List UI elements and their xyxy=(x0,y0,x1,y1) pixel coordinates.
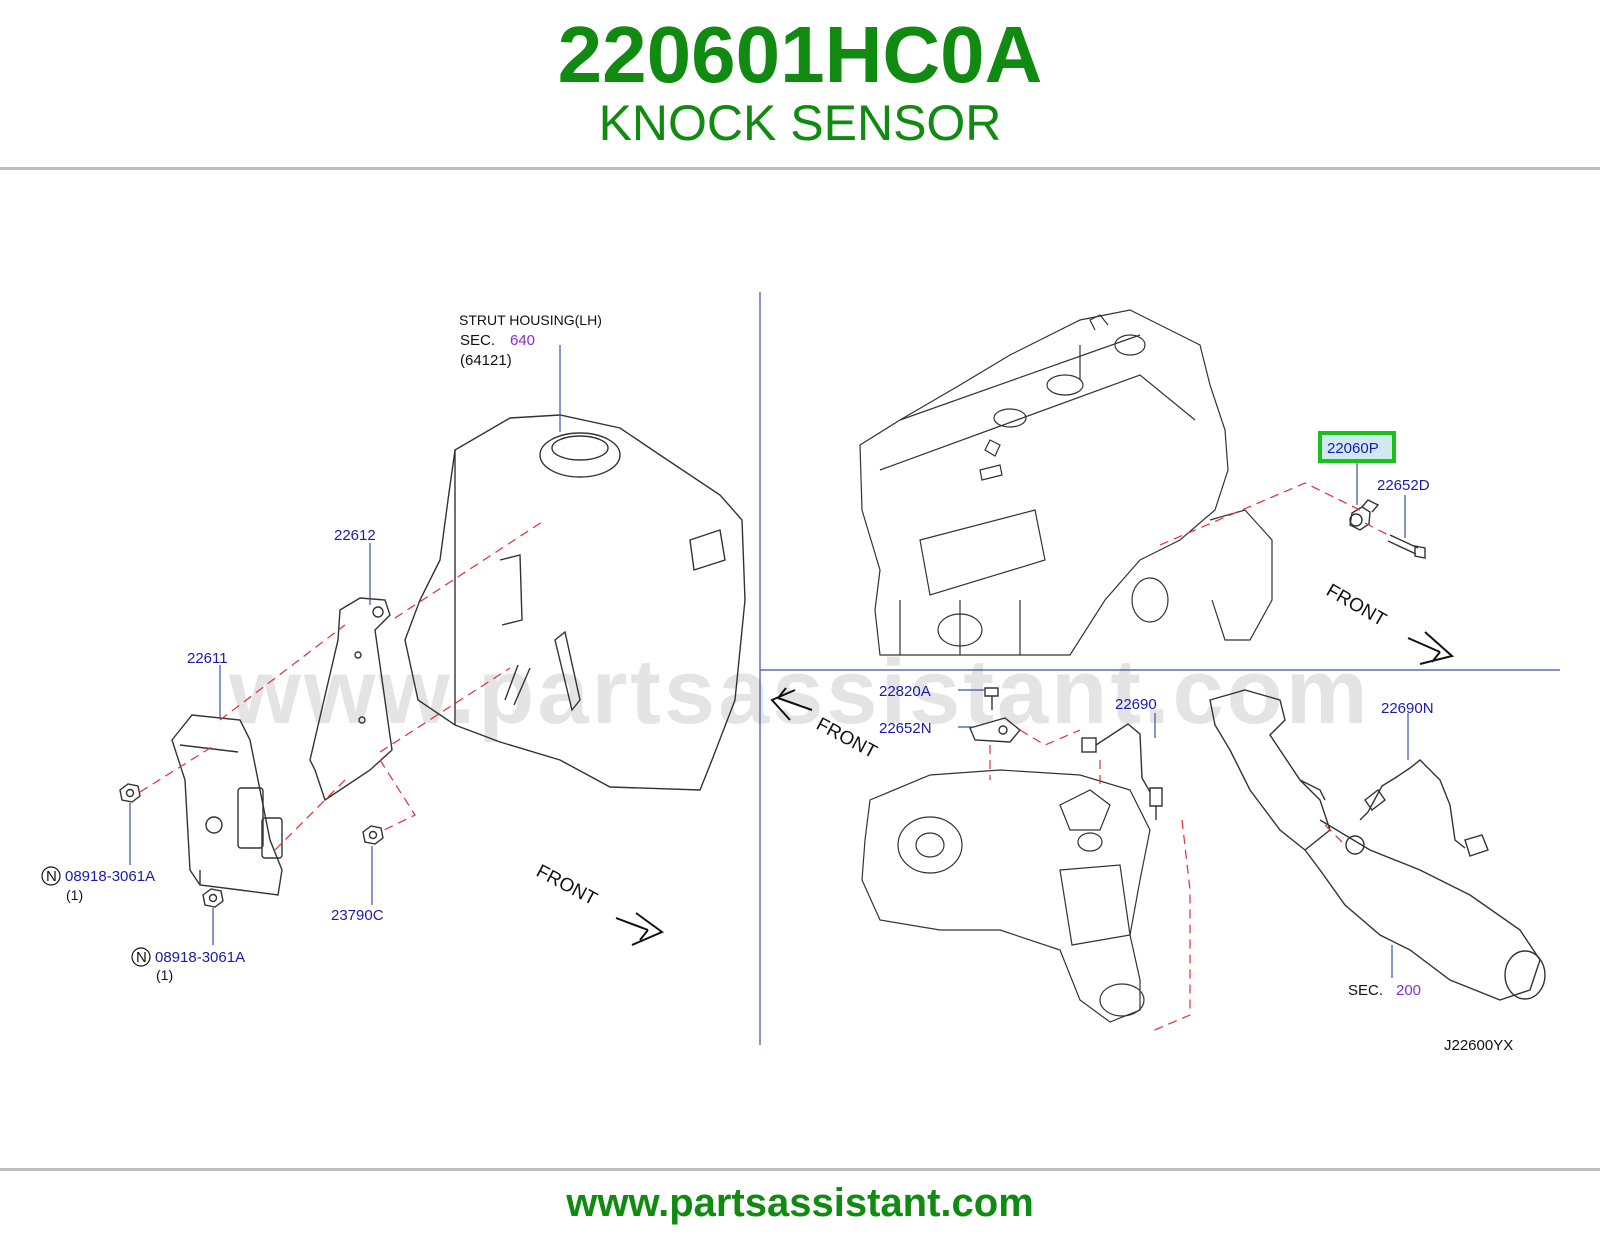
part-label-22652d[interactable]: 22652D xyxy=(1377,477,1430,494)
part-label-22612[interactable]: 22612 xyxy=(334,527,376,544)
footer-url[interactable]: www.partsassistant.com xyxy=(566,1181,1034,1225)
part-label-22690[interactable]: 22690 xyxy=(1115,696,1157,713)
nut-qty-2: (1) xyxy=(156,967,173,983)
leader-lines-right-top xyxy=(1356,462,1406,538)
nut-part-label-1[interactable]: 08918-3061A xyxy=(65,868,155,885)
footer-divider xyxy=(0,1168,1600,1171)
part-label-22820a[interactable]: 22820A xyxy=(879,683,931,700)
assembly-dashed-lines-left xyxy=(139,519,546,851)
sec-200-number[interactable]: 200 xyxy=(1396,982,1421,999)
nut-marker-1 xyxy=(41,866,61,886)
front-label-right-top: FRONT xyxy=(1323,580,1391,631)
assembly-dashed-lines-right-top xyxy=(1159,482,1393,546)
engine-lower-drawing xyxy=(861,769,1151,1023)
strut-housing-sec-label: SEC. xyxy=(460,332,495,349)
strut-housing-drawing xyxy=(404,414,746,791)
front-arrow-right-bottom xyxy=(770,687,813,721)
nut-marker-2 xyxy=(131,947,151,967)
part-name-subtitle: KNOCK SENSOR xyxy=(598,95,1002,151)
oxygen-sensor-22690-drawing xyxy=(1081,723,1163,820)
leader-lines-right-bottom xyxy=(958,689,1409,978)
front-arrow-left xyxy=(615,912,665,946)
nut-marker-1-text: N xyxy=(46,868,57,885)
assembly-dashed-lines-right-bottom xyxy=(989,729,1346,1033)
bolt-22652d-drawing xyxy=(1387,534,1426,559)
part-label-22060p[interactable]: 22060P xyxy=(1327,440,1379,457)
bolt-22820a-drawing xyxy=(984,687,999,710)
part-label-22611[interactable]: 22611 xyxy=(187,650,228,667)
panel-separators xyxy=(759,292,1560,1045)
nut-drawings-left xyxy=(119,783,384,908)
front-label-left: FRONT xyxy=(533,861,601,910)
ecm-22611-drawing xyxy=(171,714,283,896)
strut-housing-label: STRUT HOUSING(LH) xyxy=(459,312,602,328)
bracket-22612-drawing xyxy=(309,597,393,802)
nut-marker-2-text: N xyxy=(136,949,147,966)
oxygen-sensor-22690n-drawing xyxy=(1359,759,1489,857)
exhaust-catalyst-drawing xyxy=(1209,689,1546,1001)
leader-lines-left xyxy=(129,345,561,945)
strut-housing-sec-number[interactable]: 640 xyxy=(510,332,535,349)
nut-qty-1: (1) xyxy=(66,887,83,903)
front-label-right-bottom: FRONT xyxy=(813,714,881,763)
part-number-title: 220601HC0A xyxy=(557,10,1043,99)
part-label-22652n[interactable]: 22652N xyxy=(879,720,932,737)
part-label-23790c[interactable]: 23790C xyxy=(331,907,384,924)
strut-housing-sub-part: (64121) xyxy=(460,352,512,369)
engine-block-drawing xyxy=(859,309,1273,656)
diagram-code: J22600YX xyxy=(1444,1037,1513,1054)
bracket-22652n-drawing xyxy=(969,717,1021,743)
header-divider xyxy=(0,167,1600,170)
part-label-22690n[interactable]: 22690N xyxy=(1381,700,1434,717)
highlight-box-22060p xyxy=(1318,431,1396,463)
knock-sensor-drawing xyxy=(1349,499,1380,531)
watermark: www.partsassistant.com xyxy=(229,641,1371,743)
sec-200-label: SEC. xyxy=(1348,982,1383,999)
nut-part-label-2[interactable]: 08918-3061A xyxy=(155,949,245,966)
front-arrow-right-top xyxy=(1407,631,1455,665)
